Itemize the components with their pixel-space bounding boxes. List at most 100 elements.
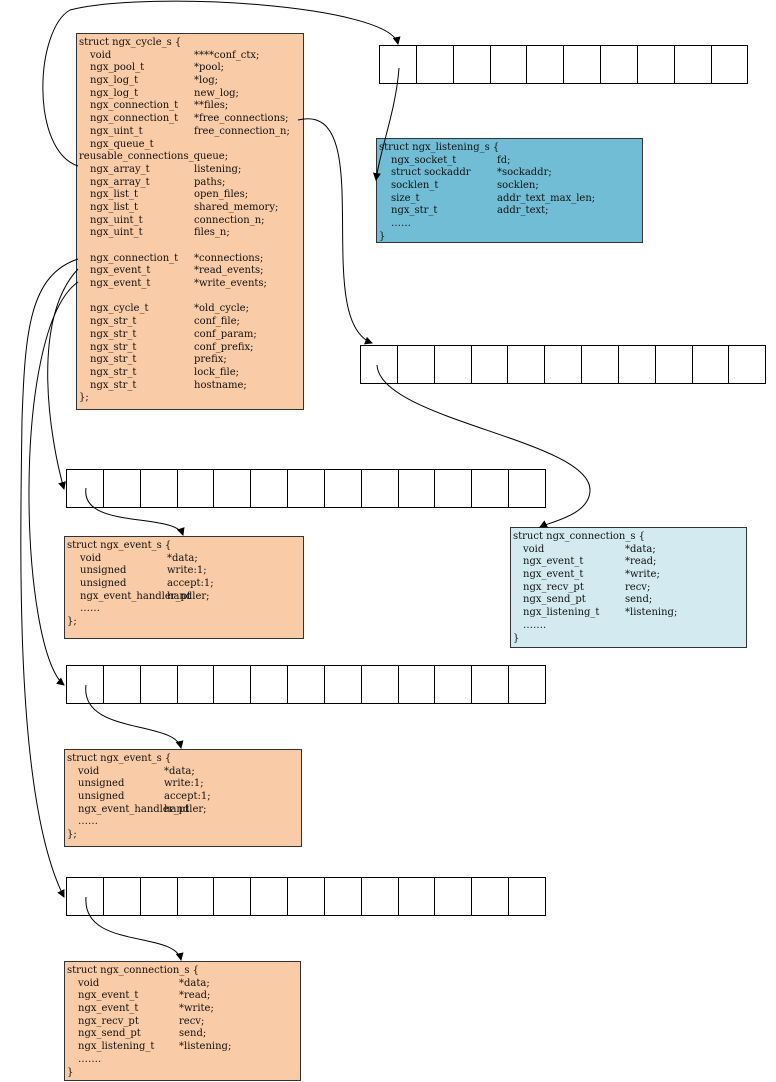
field-name: *read;: [625, 556, 657, 568]
field-type: void: [80, 552, 102, 564]
struct-field: ngx_event_t*write;: [67, 1003, 298, 1016]
field-type: ngx_recv_pt: [78, 1015, 139, 1027]
field-type: ngx_send_pt: [523, 594, 586, 606]
field-type: void: [78, 977, 100, 989]
array-cell: [471, 469, 510, 508]
struct-ngx-cycle-s: struct ngx_cycle_s {void****conf_ctx;ngx…: [76, 33, 304, 410]
array-cell: [287, 665, 325, 704]
field-name: lock_file;: [194, 366, 240, 378]
field-name: *old_cycle;: [194, 303, 249, 315]
field-name: *pool;: [194, 62, 225, 74]
struct-field: ngx_listening_t*listening;: [67, 1041, 298, 1054]
field-name: hostname;: [194, 379, 247, 391]
array-cell: [470, 345, 509, 384]
struct-header: struct ngx_event_s {: [67, 540, 172, 551]
array-cell: [434, 877, 473, 916]
field-type: void: [78, 765, 100, 777]
array-cell: [287, 469, 325, 508]
field-name: *data;: [179, 977, 210, 989]
field-type: ngx_event_t: [90, 265, 151, 277]
field-name: addr_text;: [497, 205, 549, 217]
field-type: ngx_recv_pt: [523, 581, 584, 593]
field-type: unsigned: [78, 778, 125, 790]
field-name: shared_memory;: [194, 201, 279, 213]
struct-field: ngx_event_t*read;: [513, 556, 744, 569]
field-name: write:1;: [167, 565, 207, 577]
array-cell: [397, 665, 436, 704]
array-cell: [379, 45, 417, 84]
field-type: unsigned: [78, 791, 125, 803]
array-cell: [250, 469, 289, 508]
field-name: *listening;: [179, 1041, 232, 1053]
struct-footer: }: [379, 230, 386, 242]
field-type: void: [523, 543, 545, 555]
struct-field: reusable_connections_queue;: [79, 151, 301, 164]
field-type: ngx_uint_t: [90, 125, 143, 137]
field-type: size_t: [391, 192, 420, 204]
array-cell: [213, 469, 252, 508]
array-cell: [66, 877, 104, 916]
array-cell: [250, 665, 289, 704]
free-connections-array: [360, 345, 767, 384]
array-cell: [654, 345, 693, 384]
struct-field: ngx_queue_t: [79, 139, 301, 152]
field-name: *data;: [164, 765, 195, 777]
listening-array: [379, 45, 749, 84]
field-type: ngx_str_t: [90, 379, 137, 391]
field-type: ngx_event_t: [78, 990, 139, 1002]
field-type: ngx_send_pt: [78, 1028, 141, 1040]
field-type: …….: [523, 619, 547, 631]
field-type: ngx_event_handler_pt: [80, 590, 191, 602]
struct-ngx-connection-s-orange: struct ngx_connection_s {void*data;ngx_e…: [64, 961, 301, 1081]
field-type: ngx_event_handler_pt: [78, 803, 189, 815]
field-name: conf_prefix;: [194, 341, 254, 353]
struct-ngx-connection-s-blue: struct ngx_connection_s {void*data;ngx_e…: [510, 527, 747, 648]
struct-field: ngx_str_t hostname;: [79, 380, 301, 393]
array-cell: [728, 345, 767, 384]
array-cell: [323, 877, 362, 916]
field-name: reusable_connections_queue;: [79, 151, 229, 163]
array-cell: [360, 469, 399, 508]
field-type: ……: [78, 816, 98, 828]
array-cell: [508, 665, 546, 704]
field-name: ****conf_ctx;: [194, 49, 260, 61]
array-cell: [544, 345, 583, 384]
field-name: accept:1;: [164, 791, 211, 803]
struct-field: ……: [67, 603, 301, 616]
array-cell: [360, 345, 398, 384]
struct-field: ngx_log_t*log;: [79, 75, 301, 88]
struct-field: [79, 240, 301, 253]
array-cell: [507, 345, 546, 384]
array-cell: [360, 877, 399, 916]
field-name: files_n;: [194, 227, 230, 239]
array-cell: [323, 665, 362, 704]
array-cell: [176, 469, 215, 508]
field-type: ngx_log_t: [90, 75, 139, 87]
array-cell: [691, 345, 730, 384]
field-type: ……: [391, 218, 411, 230]
field-name: *data;: [167, 552, 198, 564]
field-name: *connections;: [194, 252, 264, 264]
array-cell: [617, 345, 656, 384]
struct-header: struct ngx_connection_s {: [513, 531, 646, 542]
field-name: *read_events;: [194, 265, 264, 277]
struct-field: ngx_cycle_t*old_cycle;: [79, 303, 301, 316]
array-cell: [139, 665, 178, 704]
struct-footer: };: [67, 616, 77, 628]
read-events-array: [66, 469, 546, 508]
array-cell: [452, 45, 491, 84]
array-cell: [397, 469, 436, 508]
array-cell: [323, 469, 362, 508]
field-name: *write;: [179, 1003, 214, 1015]
struct-footer: };: [67, 829, 77, 841]
